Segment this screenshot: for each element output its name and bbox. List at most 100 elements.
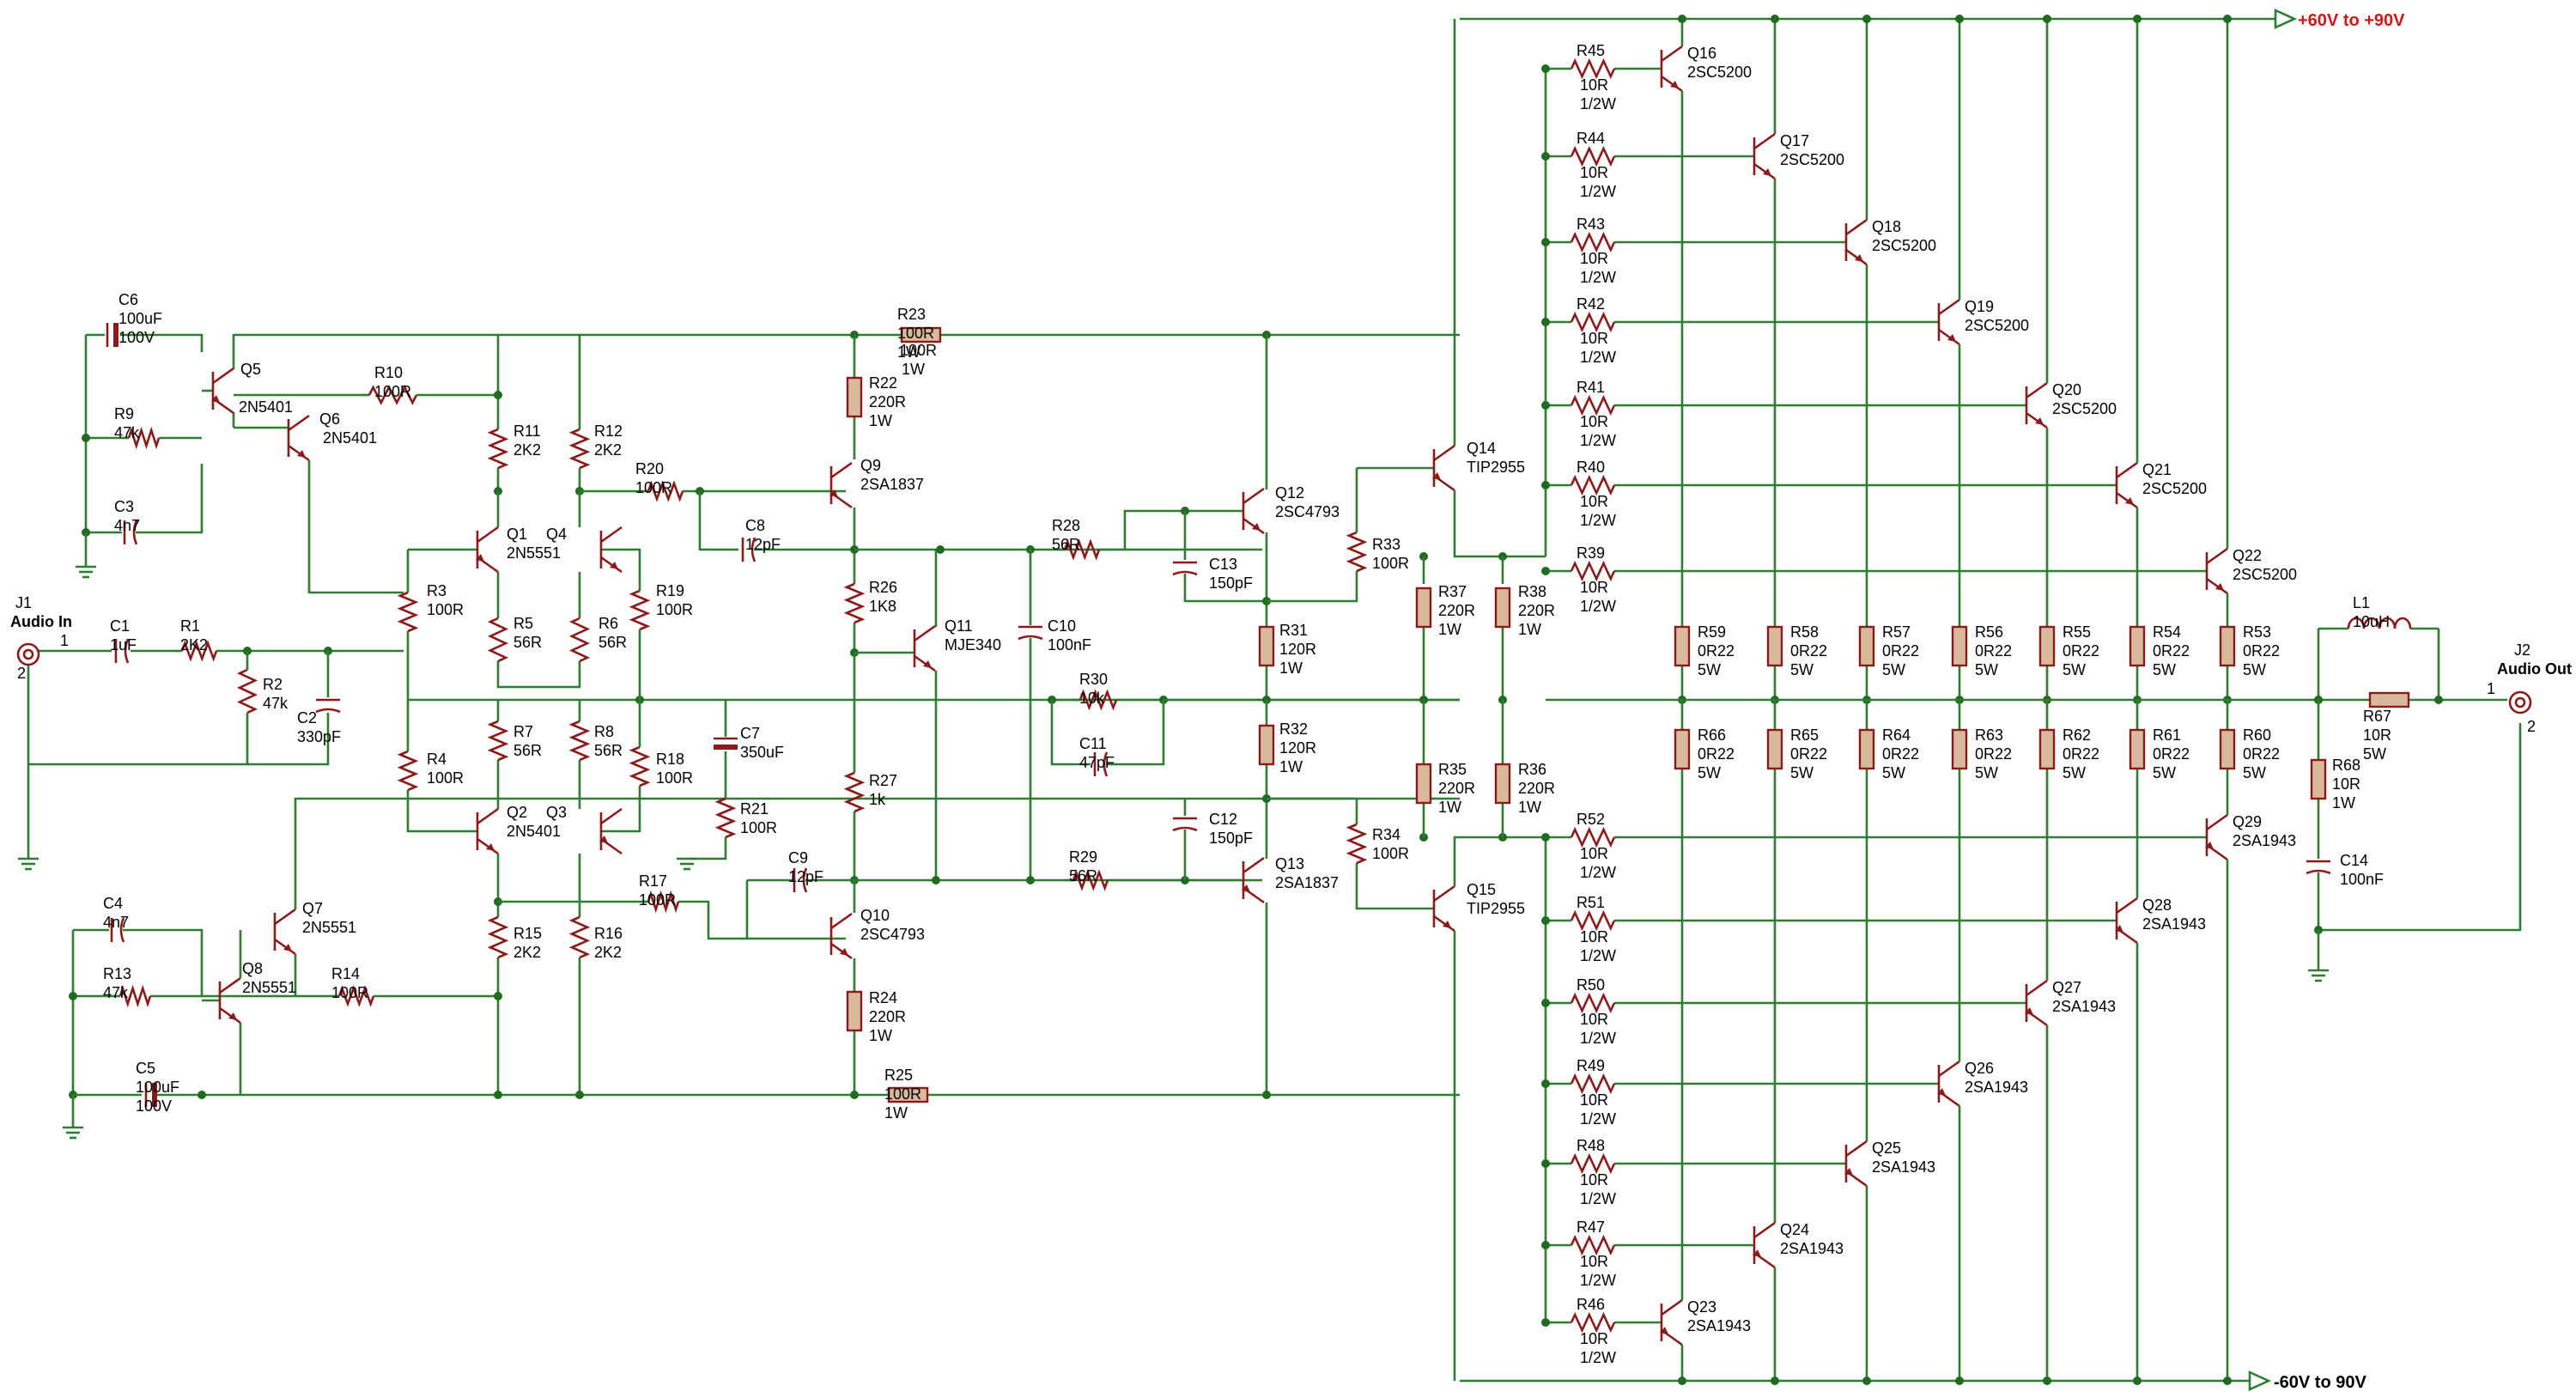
capacitor-plate [119,917,125,943]
wire [1106,700,1165,766]
connector-ref: J2 [2514,641,2530,659]
resistor-label: R65 [1790,726,1819,744]
wire [232,333,498,369]
resistor-ref: R46 [1577,1296,1605,1313]
transistor-label: Q16 [1687,45,1716,62]
capacitor-plate [132,520,138,545]
resistor-R2 [236,668,258,714]
resistor-label: 100R [884,1085,921,1103]
resistor-label: 5W [1698,764,1721,781]
transistor-label: Q23 [1687,1298,1716,1316]
power-resistor-R61 [2129,728,2146,770]
transistor-label: MJE340 [945,636,1001,653]
capacitor-label: 12pF [745,536,781,553]
resistor-ref: R51 [1577,894,1605,911]
resistor-R17 [647,890,680,914]
capacitor-label: 100nF [2340,871,2384,888]
resistor-R9 [127,426,161,450]
capacitor-plate [802,867,808,893]
capacitor-label: C4 [103,895,123,912]
junction-dot [1541,1241,1550,1249]
resistor-label: 1/2W [1580,598,1616,615]
connector-pin: 1 [2487,680,2495,697]
wire [247,713,330,766]
resistor-label: R1 [180,617,200,635]
output-connector-J2[interactable] [2508,690,2532,714]
transistor-label: 2SA1837 [860,476,924,493]
resistor-label: 1/2W [1580,269,1616,286]
resistor-label: R55 [2063,623,2091,641]
wire [691,837,727,860]
resistor-label: 0R22 [1790,642,1827,660]
transistor-label: 2SA1943 [1687,1317,1751,1334]
capacitor-plate [124,638,130,664]
emitter-arrow [1753,1249,1761,1257]
transistor-label: Q6 [319,410,340,428]
wire [678,900,846,940]
resistor-label: 1/2W [1580,1190,1616,1207]
emitter-arrow [1763,168,1771,176]
transistor-label: 2SC5200 [1965,317,2029,334]
transistor-label: 2N5401 [323,429,377,447]
power-resistor-R53 [2219,625,2236,667]
transistor-label: 2SC5200 [2052,400,2117,417]
input-connector-J1[interactable] [16,642,40,666]
resistor-ref: R49 [1577,1057,1605,1074]
capacitor-plate [1172,826,1198,832]
transistor-Q28 [2115,897,2138,945]
emitter-arrow [476,554,484,562]
capacitor-label: C1 [110,617,130,635]
resistor-label: 220R [869,1008,906,1025]
capacitor-label: 100uF [118,310,162,327]
resistor-label: 1/2W [1580,512,1616,529]
emitter-arrow [211,395,220,403]
junction-dot [1771,15,1779,23]
resistor-label: R60 [2243,726,2271,744]
inductor-label: 10uH [2353,613,2390,630]
transistor-label: Q3 [546,804,567,821]
emitter-arrow [1443,921,1451,928]
ground-symbol [677,857,697,871]
resistor-label: 1W [902,361,925,378]
resistor-R39 [1570,560,1616,582]
resistor-label: 5W [1975,764,1998,781]
transistor-Q23 [1660,1298,1683,1346]
resistor-label: R57 [1882,623,1911,641]
junction-dot [2434,696,2443,704]
resistor-ref: R42 [1577,295,1605,313]
resistor-label: 56R [598,634,627,651]
resistor-label: 0R22 [2063,745,2099,763]
junction-dot [2043,15,2051,23]
resistor-label: 0R22 [1975,642,2012,660]
resistor-label: R31 [1279,622,1308,639]
resistor-label: R25 [884,1067,913,1084]
resistor-label: R62 [2063,726,2091,744]
resistor-label: 100R [331,984,368,1001]
resistor-label: 10R [1580,1171,1608,1188]
resistor-label: 100R [656,769,693,787]
transistor-label: Q12 [1275,484,1304,501]
capacitor-plate [315,708,341,714]
resistor-R6 [568,617,591,663]
transistor-label: Q20 [2052,381,2081,398]
resistor-ref: R41 [1577,379,1605,396]
resistor-label: 1W [1518,621,1541,638]
transistor-label: Q11 [945,617,973,635]
wire [1453,490,1546,558]
transistor-label: 2SC5200 [1872,237,1936,254]
resistor-R42 [1570,311,1616,333]
transistor-Q1 [476,526,499,574]
transistor-Q20 [2025,381,2048,429]
resistor-label: 10R [1580,493,1608,510]
resistor-R5 [487,617,509,663]
resistor-label: 5W [1790,764,1814,781]
emitter-arrow [1670,81,1679,88]
resistor-R40 [1570,474,1616,496]
emitter-arrow [2035,417,2044,425]
emitter-arrow [1947,334,1956,342]
resistor-label: R64 [1882,726,1911,744]
power-resistor-R24 [846,990,863,1032]
resistor-ref: R50 [1577,976,1605,994]
power-resistor-R31 [1258,625,1275,667]
resistor-label: 220R [1438,780,1475,797]
